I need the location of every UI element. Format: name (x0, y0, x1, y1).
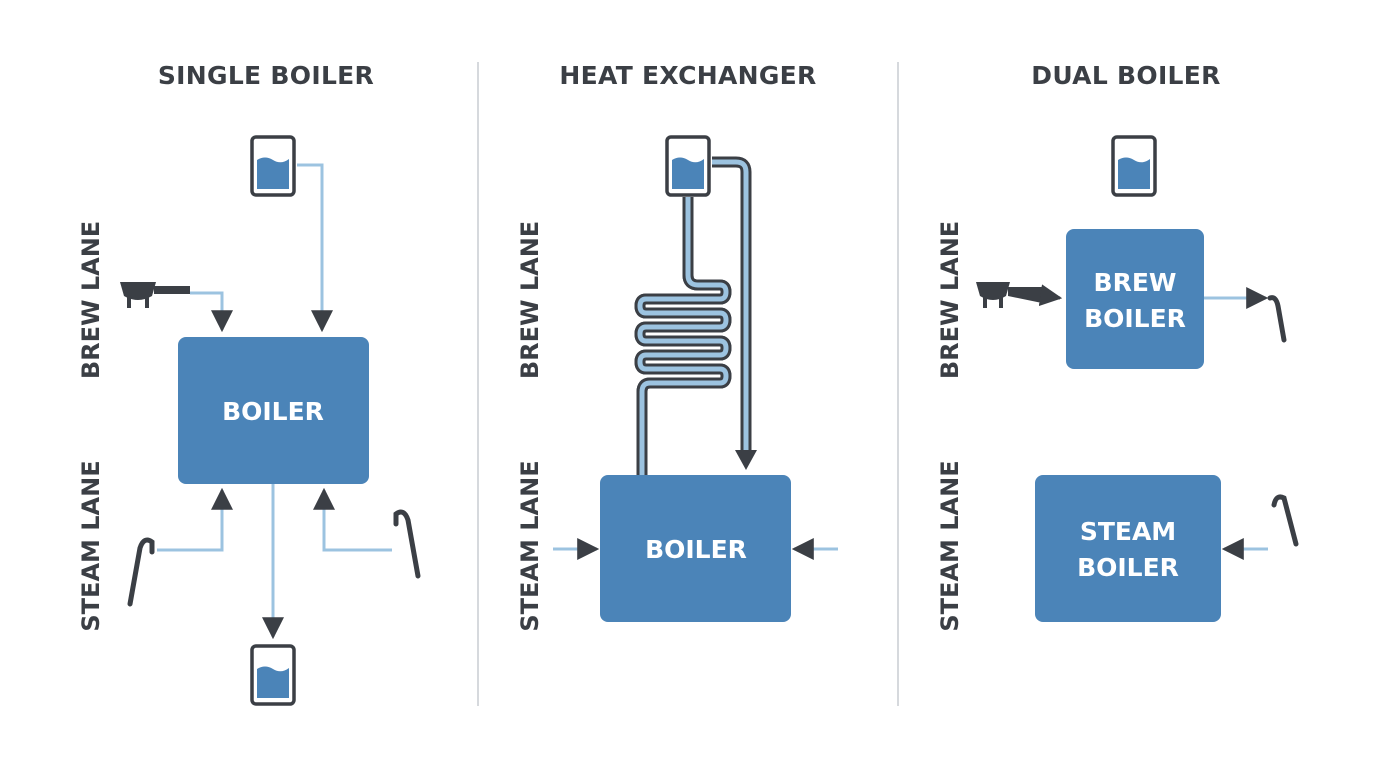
panel-heat-exchanger: HEAT EXCHANGER BREW LANE STEAM LANE BOIL… (516, 61, 838, 632)
brew-boiler-label-line1: BREW (1094, 268, 1177, 297)
panel-dual-boiler: DUAL BOILER BREW LANE STEAM LANE BREW BO… (936, 61, 1299, 632)
panel-title: DUAL BOILER (1031, 61, 1220, 90)
boiler-label: BOILER (645, 535, 747, 564)
brew-to-boiler-pipe (190, 291, 233, 333)
brew-lane-label: BREW LANE (77, 221, 105, 379)
boiler-box (178, 337, 369, 484)
panel-title: HEAT EXCHANGER (559, 61, 816, 90)
steam-wand-icon (1271, 494, 1299, 547)
boiler-label: BOILER (222, 397, 324, 426)
tank-return-pipe (712, 156, 757, 470)
brew-boiler-label-line2: BOILER (1084, 304, 1186, 333)
tank-to-boiler-pipe (297, 163, 333, 333)
steam-lane-label: STEAM LANE (77, 460, 105, 631)
water-tank-icon (250, 135, 296, 197)
steam-lane-label: STEAM LANE (936, 460, 964, 631)
heat-exchanger-coil (634, 197, 732, 476)
brew-input-arrow (1038, 284, 1063, 307)
panel-single-boiler: SINGLE BOILER BREW LANE STEAM LANE BOILE… (77, 61, 418, 706)
steam-wand-icon (1267, 295, 1287, 343)
steam-lane-label: STEAM LANE (516, 460, 544, 631)
steam-right-pipe (313, 487, 392, 552)
water-tank-icon (665, 135, 711, 197)
steam-wand-icon (130, 540, 152, 604)
steam-boiler-label-line2: BOILER (1077, 553, 1179, 582)
portafilter-icon (120, 282, 190, 308)
brew-lane-label: BREW LANE (936, 221, 964, 379)
brew-lane-label: BREW LANE (516, 221, 544, 379)
portafilter-icon (976, 282, 1046, 308)
steam-left-pipe (157, 487, 233, 552)
steam-wand-icon (396, 512, 418, 576)
water-tank-icon (1111, 135, 1157, 197)
steam-boiler-box (1035, 475, 1221, 622)
drip-tray-icon (250, 644, 296, 706)
steam-boiler-label-line1: STEAM (1080, 517, 1176, 546)
boiler-box (600, 475, 791, 622)
brew-boiler-box (1066, 229, 1204, 369)
panel-title: SINGLE BOILER (158, 61, 374, 90)
